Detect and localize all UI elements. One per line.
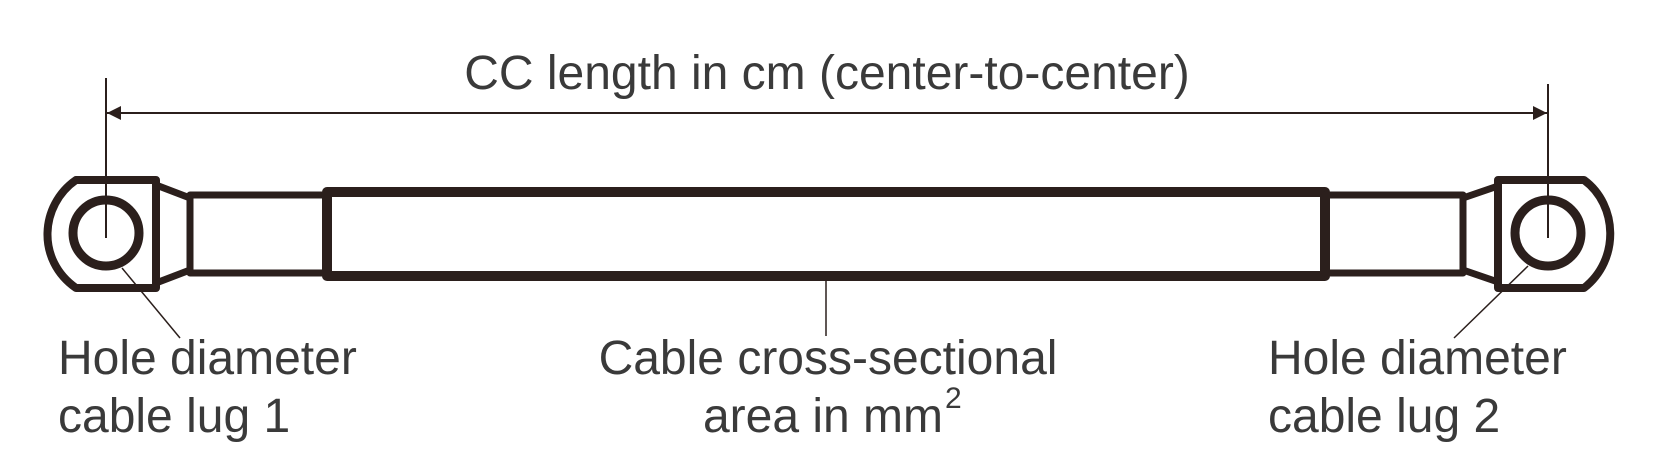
cable-assembly <box>43 176 1615 292</box>
sleeve-left <box>186 191 330 277</box>
lug-1-crimp <box>154 181 194 287</box>
leader-line-lug-1 <box>121 267 181 339</box>
lug-1-label-line-1: Hole diameter <box>58 332 357 385</box>
cable-label-superscript: 2 <box>945 382 962 415</box>
cable-label-line-1: Cable cross-sectional <box>599 332 1058 385</box>
lug-1-label-line-2: cable lug 1 <box>58 390 290 443</box>
lug-1-eye-outline <box>43 176 160 292</box>
leader-lines <box>121 265 1529 339</box>
sleeve-right <box>1321 191 1467 277</box>
lug-2-hole <box>1510 195 1586 271</box>
dimension-label: CC length in cm (center-to-center) <box>464 47 1190 100</box>
lug-2-label-line-1: Hole diameter <box>1268 332 1567 385</box>
cable-label-line-2: area in mm <box>703 390 943 443</box>
cable-lug-1 <box>43 176 194 292</box>
leader-line-lug-2 <box>1453 265 1529 339</box>
lug-2-eye-outline <box>1494 176 1615 292</box>
cable-main <box>322 187 1330 281</box>
lug-2-label-line-2: cable lug 2 <box>1268 390 1500 443</box>
dimension-line <box>105 78 1549 238</box>
lug-1-hole <box>68 195 144 271</box>
cable-lug-2 <box>1461 176 1615 292</box>
lug-2-crimp <box>1461 182 1502 286</box>
